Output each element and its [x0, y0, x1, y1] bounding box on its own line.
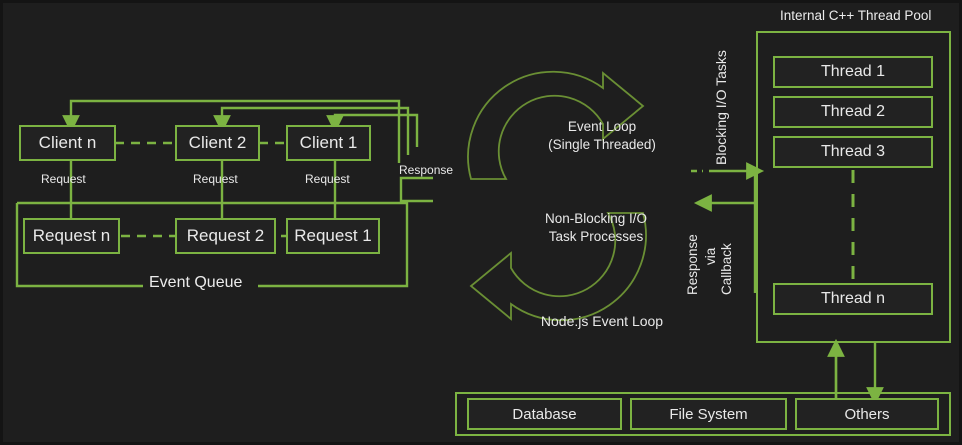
resource-label: Database	[512, 405, 577, 423]
event-loop-bottom-line1: Non-Blocking I/O	[544, 211, 648, 226]
thread-box-n[interactable]: Thread n	[773, 283, 933, 315]
resource-box-file-system[interactable]: File System	[630, 398, 787, 430]
thread-label: Thread 2	[820, 103, 886, 120]
resources-frame	[455, 392, 951, 436]
request-label-2: Request	[193, 172, 238, 186]
event-loop-bottom-label: Non-Blocking I/O Task Processes	[511, 210, 681, 246]
event-loop-top-line2: (Single Threaded)	[548, 137, 656, 152]
event-loop-top-line1: Event Loop	[567, 119, 637, 134]
request-label: Request 1	[294, 226, 372, 245]
response-via-callback-label: Response	[685, 234, 700, 295]
resource-label: Others	[844, 405, 890, 423]
client-box-n[interactable]: Client n	[19, 125, 116, 161]
request-label-1: Request	[305, 172, 350, 186]
client-box-1[interactable]: Client 1	[286, 125, 371, 161]
thread-label: Thread 1	[820, 63, 886, 80]
request-box-n[interactable]: Request n	[23, 218, 120, 254]
thread-box-1[interactable]: Thread 1	[773, 56, 933, 88]
request-box-1[interactable]: Request 1	[286, 218, 380, 254]
thread-box-3[interactable]: Thread 3	[773, 136, 933, 168]
thread-pool-frame	[756, 31, 951, 343]
event-loop-bottom-line2: Task Processes	[548, 229, 644, 244]
response-label: Response	[399, 163, 454, 177]
resource-box-others[interactable]: Others	[795, 398, 939, 430]
request-label-n: Request	[41, 172, 86, 186]
response-callback-label: Callback	[719, 243, 734, 295]
thread-label: Thread 3	[820, 143, 886, 160]
resource-label: File System	[669, 405, 748, 423]
client-box-2[interactable]: Client 2	[175, 125, 260, 161]
thread-label: Thread n	[820, 290, 886, 307]
client-label: Client n	[38, 133, 97, 152]
event-queue-title: Event Queue	[149, 274, 243, 291]
request-box-2[interactable]: Request 2	[175, 218, 276, 254]
request-label: Request 2	[186, 226, 265, 245]
event-loop-arrows	[467, 70, 647, 322]
request-label: Request n	[32, 226, 111, 245]
client-label: Client 1	[299, 133, 358, 152]
response-inbound-stub	[399, 176, 433, 203]
event-loop-top-label: Event Loop (Single Threaded)	[517, 118, 687, 154]
thread-pool-title: Internal C++ Thread Pool	[780, 8, 932, 23]
thread-box-2[interactable]: Thread 2	[773, 96, 933, 128]
blocking-io-tasks-label: Blocking I/O Tasks	[713, 50, 729, 165]
response-via-label: via	[703, 247, 718, 265]
client-label: Client 2	[188, 133, 247, 152]
resource-box-database[interactable]: Database	[467, 398, 622, 430]
event-loop-caption: Node.js Event Loop	[540, 313, 664, 329]
callback-line1: Response	[685, 234, 700, 295]
